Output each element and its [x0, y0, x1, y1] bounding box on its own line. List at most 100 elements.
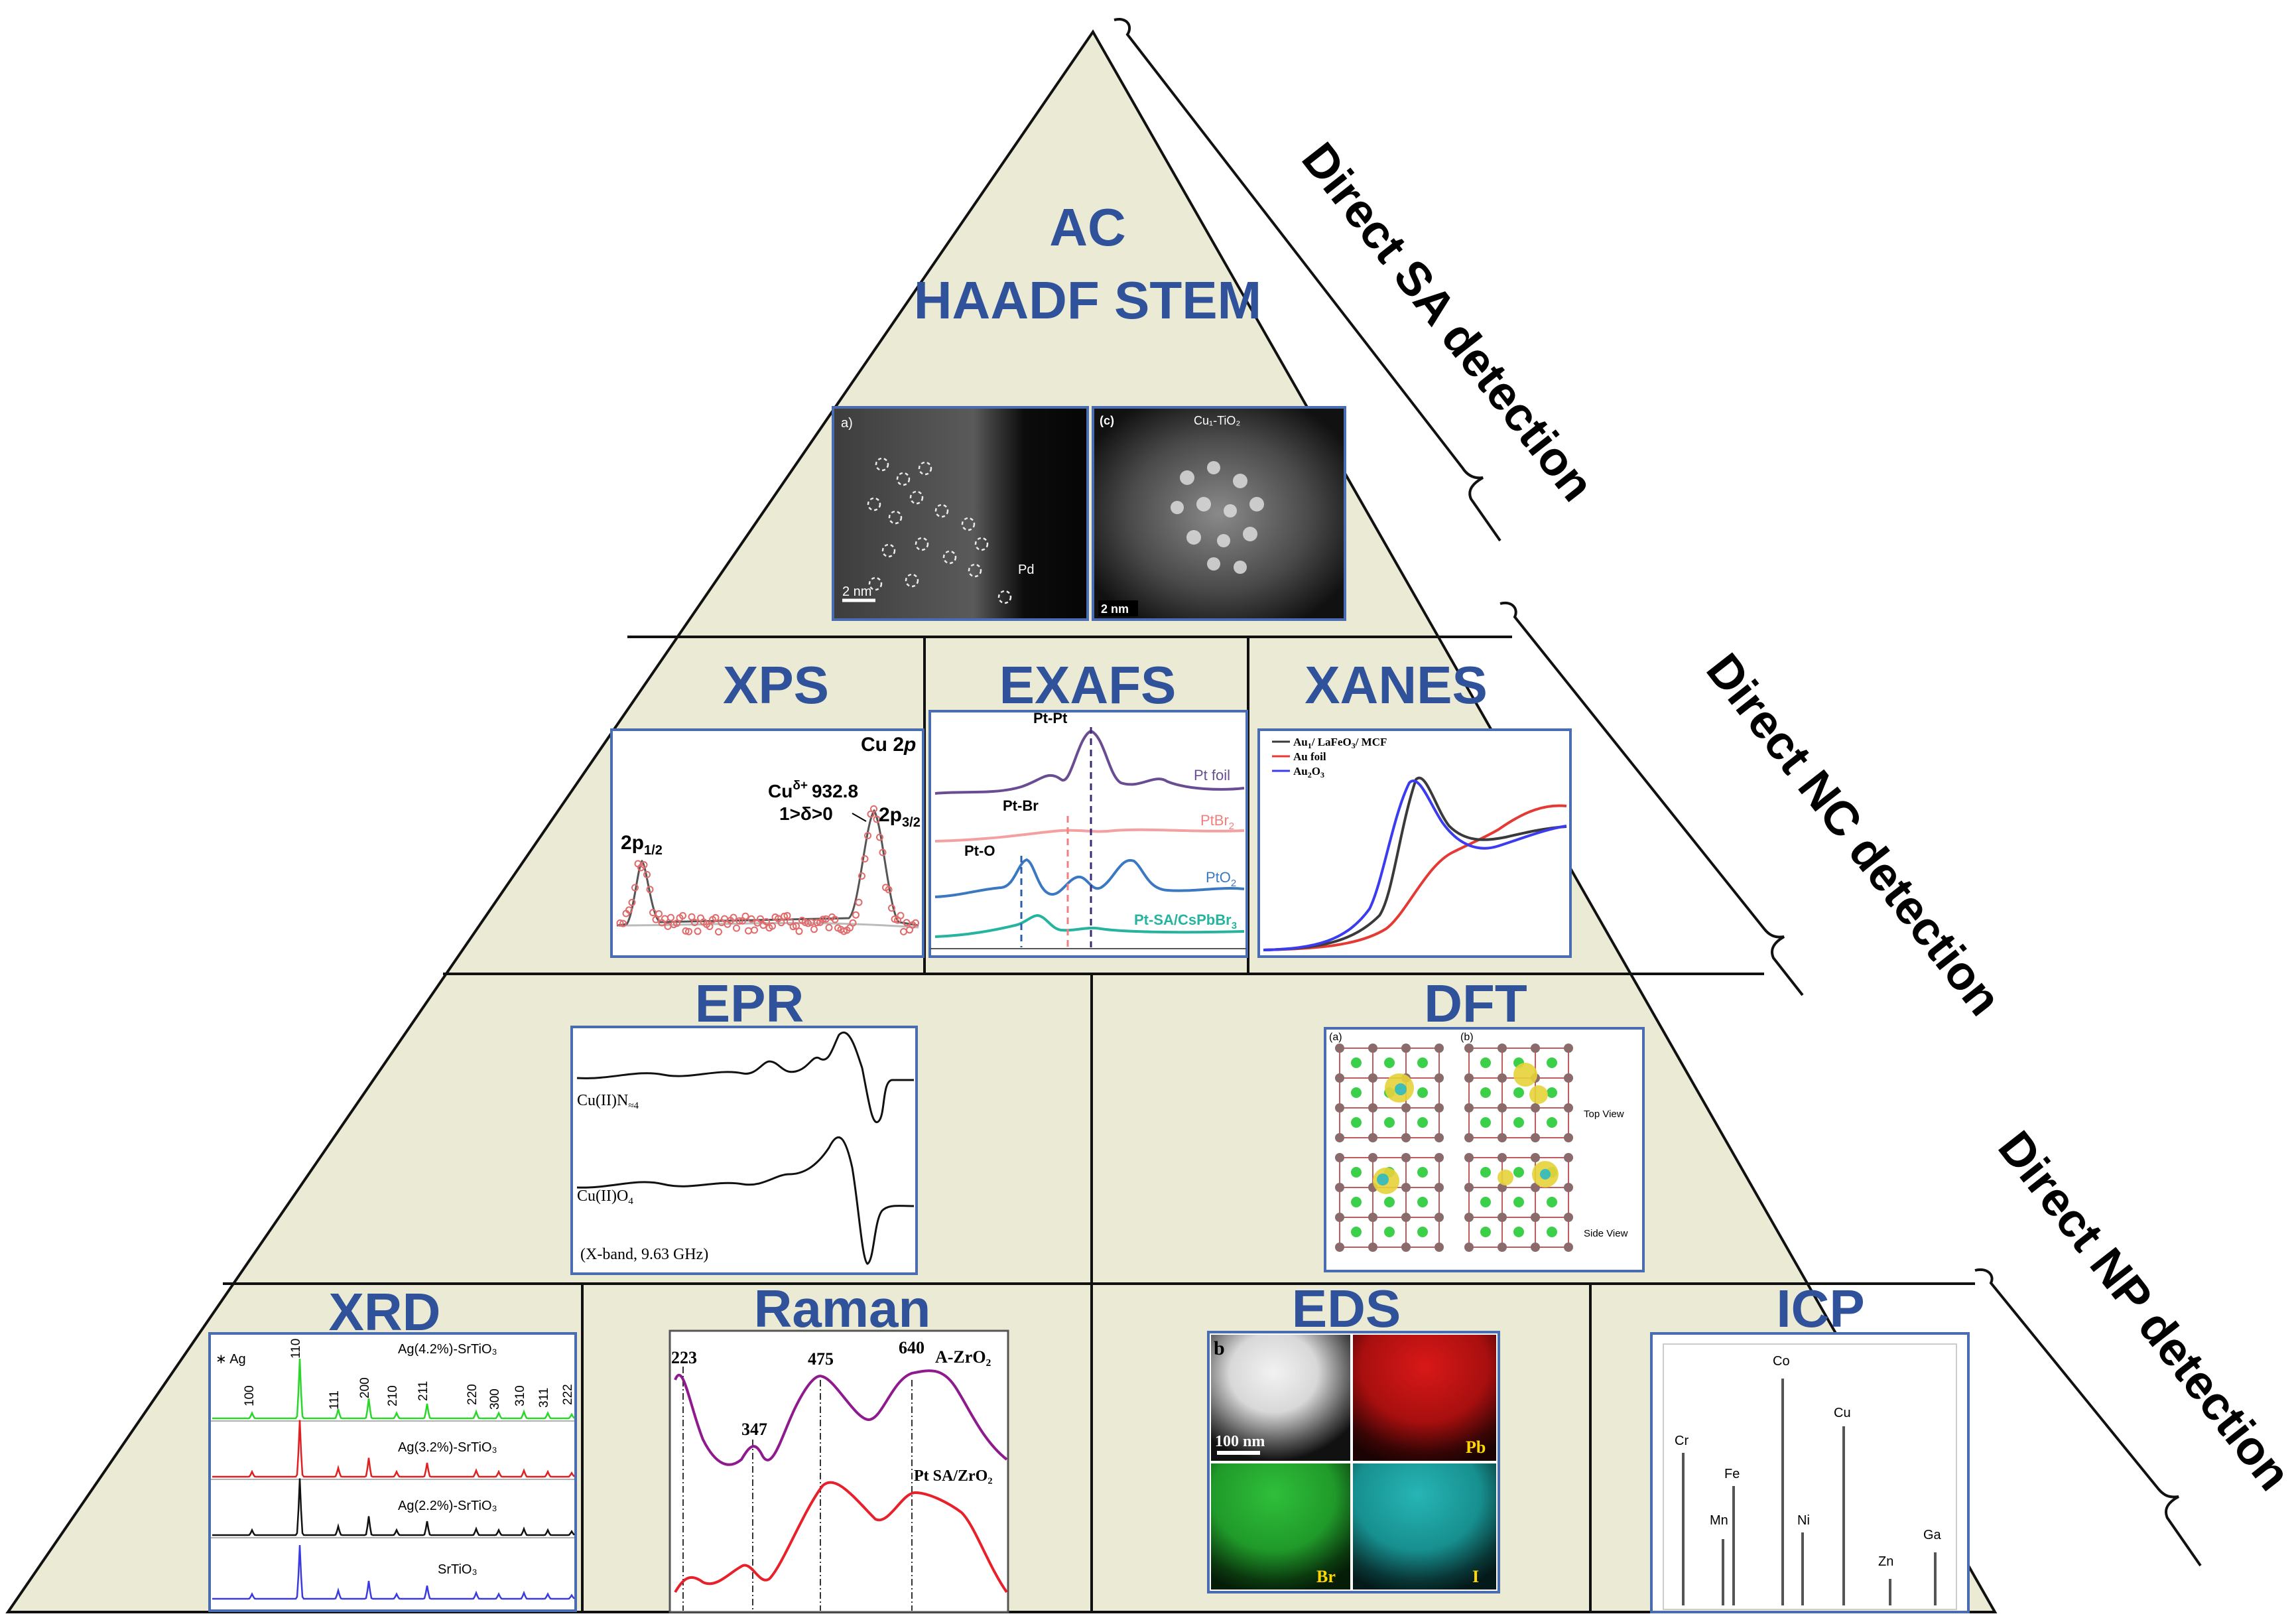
xps-point [616, 919, 624, 927]
dft-atom [1351, 1167, 1362, 1178]
dft-atom [1531, 1044, 1540, 1053]
dft-atom [1498, 1103, 1507, 1113]
raman-peak-640: 640 [899, 1338, 925, 1357]
stem-scale-c-label: 2 nm [1101, 602, 1129, 616]
xps-point [825, 923, 833, 931]
xps-point [757, 915, 764, 923]
dft-atom [1547, 1087, 1557, 1098]
xps-point [682, 927, 690, 935]
xanes-au-foil-line [1263, 804, 1567, 951]
xps-arrow [852, 813, 867, 822]
xps-point [813, 919, 821, 927]
nc-bracket [1499, 601, 1804, 996]
exafs-ptsa-legend: Pt-SA/CsPbBr3 [1134, 912, 1237, 931]
dft-atom [1435, 1044, 1444, 1053]
eds-br-label: Br [1316, 1567, 1336, 1586]
icp-fe-label: Fe [1724, 1467, 1740, 1481]
raman-title: Raman [754, 1279, 931, 1338]
xps-point [873, 815, 881, 823]
dft-atom [1498, 1243, 1507, 1252]
xps-point [619, 919, 627, 927]
dft-atom [1498, 1213, 1507, 1222]
xrd-patterns [212, 1358, 575, 1600]
dft-atom [1435, 1243, 1444, 1252]
xps-point [655, 910, 663, 917]
xanes-legend-1: Au1/ LaFeO3/ MCF [1293, 736, 1387, 750]
epr-band-label: (X-band, 9.63 GHz) [580, 1246, 708, 1263]
xps-point [747, 915, 755, 923]
xps-point [876, 833, 883, 841]
dft-atom [1435, 1153, 1444, 1162]
dft-atom [1335, 1183, 1344, 1192]
dft-atom [1401, 1044, 1411, 1053]
dft-atom [1464, 1213, 1474, 1222]
icp-zn-label: Zn [1878, 1554, 1893, 1569]
dft-atom [1335, 1103, 1344, 1113]
dft-atom [1368, 1044, 1377, 1053]
dft-atom [1464, 1103, 1474, 1113]
dft-atom [1480, 1057, 1491, 1068]
dft-atom [1368, 1103, 1377, 1113]
dft-atom [1464, 1073, 1474, 1083]
dft-atom [1464, 1243, 1474, 1252]
xps-point [789, 923, 797, 931]
dft-atom [1498, 1153, 1507, 1162]
stem-panel-c-label: (c) [1100, 414, 1114, 427]
xps-point [673, 919, 680, 927]
xps-point [679, 912, 686, 919]
dft-atom [1417, 1057, 1428, 1068]
xps-point [852, 911, 860, 919]
xps-point [640, 861, 648, 869]
stem-panel-a-label: a) [841, 416, 853, 431]
epr-title: EPR [695, 974, 804, 1033]
dft-atom [1547, 1197, 1557, 1207]
xrd-hkl-111: 111 [328, 1390, 342, 1410]
dft-atom [1464, 1183, 1474, 1192]
dft-atom [1384, 1227, 1395, 1237]
icp-ni-label: Ni [1797, 1513, 1810, 1528]
xps-point [646, 886, 654, 894]
dft-atom [1417, 1087, 1428, 1098]
dft-atom [1531, 1133, 1540, 1142]
dft-title: DFT [1424, 974, 1527, 1033]
exafs-chart: Pt-Pt Pt-Br Pt-O Pt foil PtBr2 PtO2 Pt-S… [928, 710, 1248, 958]
bracket-lines [1114, 18, 2202, 1567]
xanes-title: XANES [1305, 655, 1488, 714]
xrd-hkl-300: 300 [488, 1388, 502, 1410]
xps-point [688, 913, 696, 921]
dft-atom [1513, 1087, 1524, 1098]
xps-point [652, 915, 660, 923]
xps-point [694, 927, 702, 935]
eds-maps: b 100 nm Pb Br I [1207, 1331, 1500, 1593]
xps-point [879, 848, 887, 856]
dft-atom [1564, 1153, 1573, 1162]
eds-title: EDS [1292, 1279, 1401, 1338]
epr-spectrum-2 [576, 1136, 915, 1265]
xps-point [733, 924, 740, 932]
stem-pd-label: Pd [1018, 563, 1034, 577]
raman-chart: 223 347 475 640 A-ZrO₂ Pt SA/ZrO₂ [669, 1329, 1009, 1613]
xps-point [730, 914, 737, 921]
raman-peak-475: 475 [808, 1349, 834, 1369]
xanes-legend-2: Au foil [1293, 750, 1326, 763]
xps-point [783, 912, 791, 919]
dft-atom [1531, 1243, 1540, 1252]
np-detection-label: Direct NP detection [1988, 1122, 2296, 1501]
xps-data-points [616, 805, 919, 936]
eds-b-label: b [1214, 1337, 1225, 1359]
dft-atom [1368, 1243, 1377, 1252]
xrd-hkl-311: 311 [537, 1388, 551, 1408]
raman-series-2: Pt SA/ZrO₂ [914, 1467, 993, 1485]
xrd-hkl-110: 110 [289, 1339, 303, 1359]
dft-atom [1564, 1044, 1573, 1053]
xps-point [870, 805, 877, 813]
xps-title-label: Cu 2p [861, 734, 916, 756]
xps-title: XPS [723, 655, 829, 714]
xps-fit-line [616, 809, 919, 927]
xrd-legend-label: ∗ Ag [216, 1352, 246, 1367]
dft-atom [1368, 1073, 1377, 1083]
xps-point [793, 922, 800, 930]
xps-peak-label: Cuδ+932.8 [768, 779, 858, 801]
xanes-chart: Au1/ LaFeO3/ MCF Au foil Au2O3 [1257, 728, 1572, 958]
dft-atom [1513, 1197, 1524, 1207]
